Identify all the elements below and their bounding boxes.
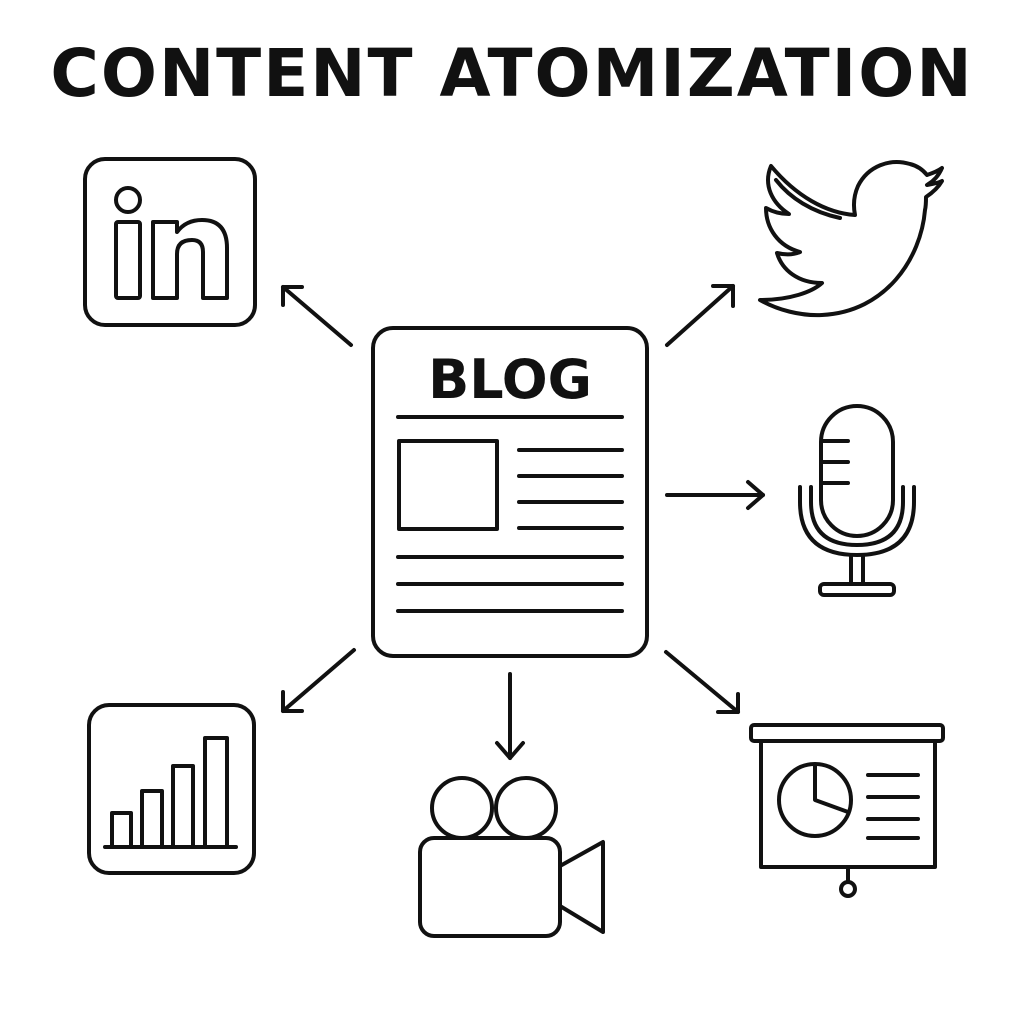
arrow-to-linkedin <box>281 285 353 347</box>
presentation-screen-icon <box>749 723 945 898</box>
arrow-to-video <box>495 672 525 760</box>
arrow-to-presentation <box>664 650 740 714</box>
microphone-icon <box>798 404 916 597</box>
twitter-bird-icon <box>758 160 944 318</box>
page-title: CONTENT ATOMIZATION <box>50 35 974 112</box>
blog-label: BLOG <box>428 348 592 411</box>
video-camera-icon <box>418 776 605 938</box>
arrow-to-twitter <box>665 284 735 347</box>
arrow-to-analytics <box>281 648 356 713</box>
blog-document-icon: BLOG <box>371 326 649 658</box>
arrow-to-podcast <box>665 480 765 510</box>
bar-chart-icon <box>87 703 256 875</box>
linkedin-icon <box>83 157 257 327</box>
